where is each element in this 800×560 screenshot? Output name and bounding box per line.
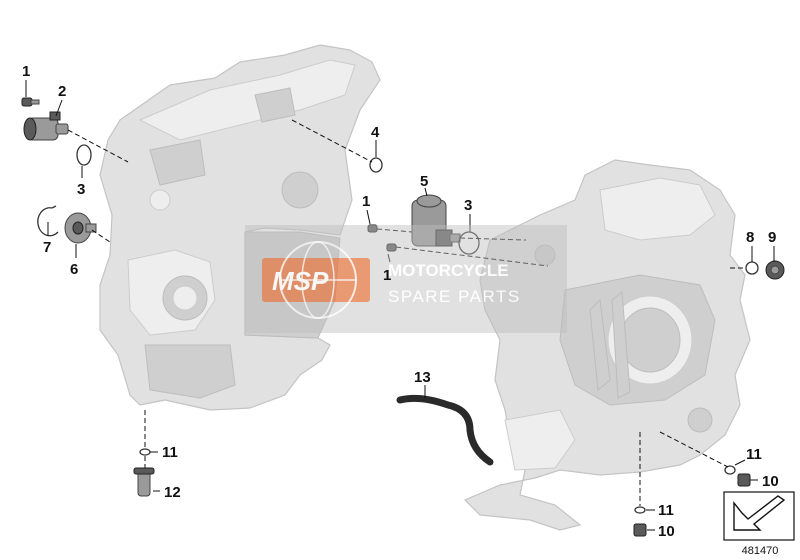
part-11-seal-b bbox=[724, 465, 736, 475]
callout-1-screw-b: 1 bbox=[362, 193, 370, 210]
callout-7-circlip: 7 bbox=[43, 239, 51, 256]
callout-10-bolt-b: 10 bbox=[658, 523, 675, 540]
part-2-sensor bbox=[23, 111, 69, 141]
part-1-screw-b bbox=[367, 224, 378, 233]
part-1-screw-a bbox=[21, 97, 40, 107]
part-11-seal-a bbox=[139, 448, 151, 456]
callout-1-screw-a: 1 bbox=[22, 63, 30, 80]
part-12-drain-plug bbox=[133, 467, 155, 497]
part-11-seal-c bbox=[634, 506, 646, 514]
part-13-hose bbox=[396, 394, 494, 466]
callouts: 1 2 3 4 7 6 5 1 3 1 8 9 13 11 12 11 10 1… bbox=[22, 63, 779, 540]
right-crankcase-half bbox=[463, 159, 751, 531]
callout-10-bolt-a: 10 bbox=[762, 473, 779, 490]
part-7-circlip bbox=[37, 205, 59, 237]
part-3-o-ring-b bbox=[458, 231, 480, 255]
part-10-bolt-a bbox=[737, 473, 751, 487]
callout-13-hose: 13 bbox=[414, 369, 431, 386]
part-4-o-ring bbox=[369, 157, 383, 173]
callout-9-plug: 9 bbox=[768, 229, 776, 246]
callout-11-seal-c: 11 bbox=[658, 502, 674, 519]
callout-3-ring-b: 3 bbox=[464, 197, 472, 214]
arrow-icon bbox=[733, 495, 786, 531]
parts bbox=[21, 97, 785, 537]
callout-4-ring: 4 bbox=[371, 124, 380, 141]
part-6-gear bbox=[64, 212, 97, 244]
callout-3-ring-a: 3 bbox=[77, 181, 85, 198]
part-8-washer bbox=[745, 261, 759, 275]
watermark-line-1: MOTORCYCLE bbox=[388, 261, 509, 280]
part-3-o-ring-a bbox=[76, 144, 92, 166]
part-10-bolt-b bbox=[633, 523, 647, 537]
view-direction-box: 481470 bbox=[723, 491, 795, 557]
watermark-line-2: SPARE PARTS bbox=[388, 287, 521, 306]
callout-2-sensor: 2 bbox=[58, 83, 66, 100]
leader-lines bbox=[25, 80, 775, 531]
watermark-logo: MSP bbox=[272, 266, 329, 296]
callout-5-sensor: 5 bbox=[420, 173, 428, 190]
part-5-sensor bbox=[411, 194, 461, 247]
callout-11-seal-a: 11 bbox=[162, 444, 178, 461]
callout-11-seal-b: 11 bbox=[746, 446, 762, 463]
watermark: MSP MOTORCYCLE SPARE PARTS bbox=[245, 225, 567, 333]
callout-6-gear: 6 bbox=[70, 261, 78, 278]
callout-8-washer: 8 bbox=[746, 229, 754, 246]
callout-12-plug: 12 bbox=[164, 484, 181, 501]
callout-1-screw-c: 1 bbox=[383, 267, 391, 284]
diagram-code: 481470 bbox=[742, 545, 779, 557]
part-9-plug bbox=[765, 260, 785, 280]
